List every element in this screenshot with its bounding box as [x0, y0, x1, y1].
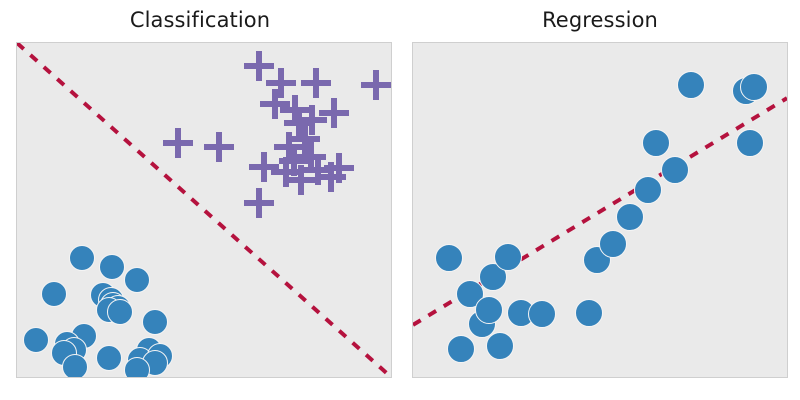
classification-plot-area — [16, 42, 392, 378]
regression-plot-area — [412, 42, 788, 378]
classification-title: Classification — [129, 8, 271, 32]
regression-fit-line — [413, 96, 787, 327]
regression-title: Regression — [542, 8, 658, 32]
panel-classification: Classification — [16, 8, 392, 378]
decision-boundary-line — [17, 43, 391, 377]
panel-regression: Regression — [400, 0, 800, 400]
